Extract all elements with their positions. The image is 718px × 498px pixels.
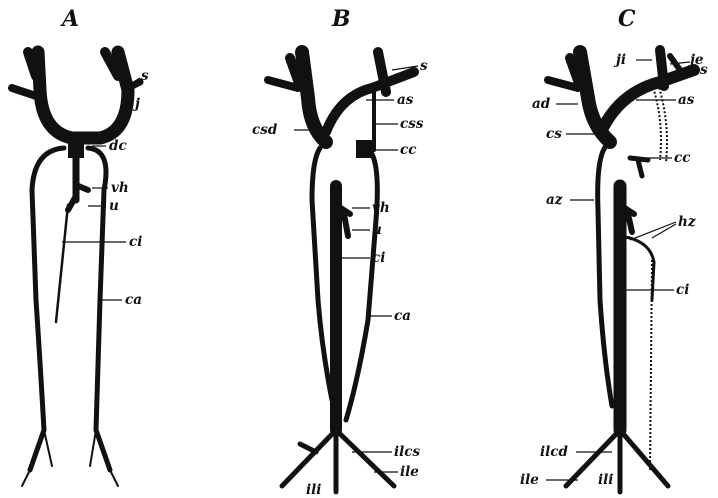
panel-c-label-hz: hz bbox=[678, 214, 696, 230]
panel-c-label-ji: ji bbox=[613, 52, 626, 68]
panel-c: C ji je s ad as cs cc az bbox=[520, 6, 708, 492]
panel-b-label-csd: csd bbox=[252, 122, 278, 138]
panel-b-label-vh: vh bbox=[372, 200, 390, 216]
panel-a-label-vh: vh bbox=[111, 180, 129, 196]
panel-b-label-ca: ca bbox=[394, 308, 411, 324]
panel-c-label-ci: ci bbox=[676, 282, 689, 298]
panel-b-label-ci: ci bbox=[372, 250, 385, 266]
panel-b-iliacs bbox=[282, 430, 394, 492]
panel-b-right-cardinal bbox=[346, 154, 377, 420]
panel-c-title: C bbox=[618, 6, 636, 32]
panel-a-label-dc: dc bbox=[109, 138, 127, 154]
panel-c-dotted-upper bbox=[652, 84, 661, 160]
panel-c-dotted-upper-2 bbox=[658, 84, 667, 162]
panel-b-label-ilcs: ilcs bbox=[394, 444, 420, 460]
panel-c-ji bbox=[660, 50, 664, 86]
panel-c-label-s: s bbox=[700, 62, 708, 78]
panel-c-label-as: as bbox=[678, 92, 695, 108]
panel-b-label-ile: ile bbox=[400, 464, 419, 480]
panel-a-label-ca: ca bbox=[125, 292, 142, 308]
panel-c-label-az: az bbox=[546, 192, 563, 208]
panel-c-label-ili: ili bbox=[598, 472, 613, 488]
panel-b-label-ili: ili bbox=[306, 482, 321, 498]
panel-c-label-ad: ad bbox=[532, 96, 551, 112]
panel-b-label-u: u bbox=[372, 222, 382, 238]
panel-a-label-u: u bbox=[109, 198, 119, 214]
panel-c-label-cs: cs bbox=[546, 126, 562, 142]
panel-a-label-ci: ci bbox=[129, 234, 142, 250]
panel-b-left-cardinal bbox=[312, 148, 332, 400]
panel-a-label-s: s bbox=[141, 68, 149, 84]
panel-a-left-branch-2 bbox=[12, 88, 36, 96]
panel-a-right-cardinal bbox=[88, 148, 110, 470]
panel-c-iliacs bbox=[566, 430, 668, 492]
panel-b-label-css: css bbox=[400, 116, 424, 132]
panel-a-title: A bbox=[60, 6, 79, 32]
panel-a-left-cardinal bbox=[30, 148, 64, 470]
panel-b: B s as csd css cc vh u ci ca ilcs ile bbox=[252, 6, 428, 498]
panel-c-cc bbox=[630, 158, 648, 176]
panel-b-title: B bbox=[331, 6, 351, 32]
panel-a-ductus-cuvieri bbox=[68, 134, 84, 158]
panel-c-label-ilcd: ilcd bbox=[540, 444, 568, 460]
panel-b-label-cc: cc bbox=[400, 142, 416, 158]
panel-c-az bbox=[598, 146, 612, 406]
panel-a-ci bbox=[56, 205, 68, 322]
panel-a: A s j dc vh u ci ca bbox=[12, 6, 149, 486]
panel-c-label-cc: cc bbox=[674, 150, 690, 166]
panel-b-label-as: as bbox=[397, 92, 414, 108]
panel-c-label-ile: ile bbox=[520, 472, 539, 488]
panel-a-u bbox=[68, 196, 76, 210]
panel-b-label-s: s bbox=[420, 58, 428, 74]
